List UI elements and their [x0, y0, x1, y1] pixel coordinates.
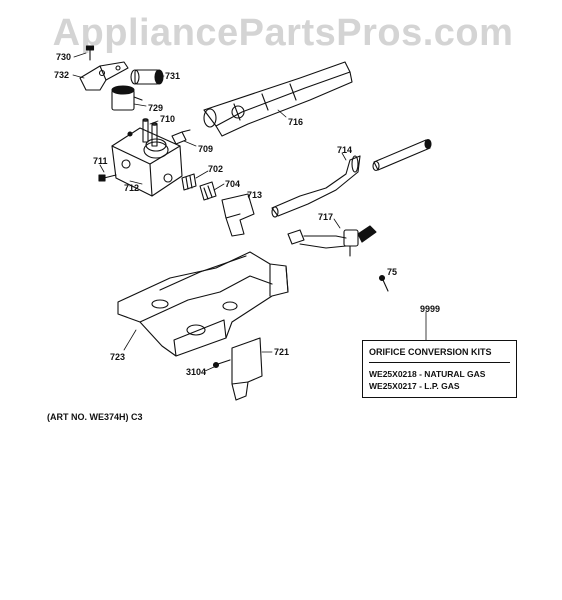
callout-730: 730: [56, 52, 72, 62]
callout-702: 702: [208, 164, 224, 174]
part-731-coil: [130, 69, 164, 85]
part-721-shield: [231, 337, 263, 401]
kit-description: - L.P. GAS: [419, 381, 460, 391]
callout-716: 716: [288, 117, 304, 127]
kit-part-number: WE25X0218: [369, 369, 417, 379]
part-732-bracket: [79, 61, 129, 91]
part-714-straight-pipe: [372, 138, 432, 172]
callout-712: 712: [124, 183, 140, 193]
callout-731: 731: [165, 71, 181, 81]
callout-729: 729: [148, 103, 164, 113]
callout-732: 732: [54, 70, 70, 80]
part-717-igniter: [287, 225, 377, 257]
part-716-burner-tube: [203, 61, 353, 137]
part-709-fitting: [171, 129, 191, 145]
part-704-fitting: [199, 181, 217, 201]
leader-lines: [72, 52, 427, 372]
callout-713: 713: [247, 190, 263, 200]
callout-3104: 3104: [186, 367, 207, 377]
part-713-elbow: [221, 193, 255, 237]
orifice-kit-box: ORIFICE CONVERSION KITS WE25X0218 - NATU…: [362, 340, 517, 398]
kit-row-lp-gas: WE25X0217 - L.P. GAS: [369, 381, 460, 391]
callout-9999: 9999: [420, 304, 441, 314]
part-712-gas-valve: [111, 127, 183, 197]
part-714-gas-pipe: [271, 155, 361, 218]
callout-710: 710: [160, 114, 176, 124]
callout-75: 75: [387, 267, 398, 277]
callout-721: 721: [274, 347, 290, 357]
kit-row-natural-gas: WE25X0218 - NATURAL GAS: [369, 369, 485, 379]
art-number: (ART NO. WE374H) C3: [47, 412, 143, 422]
part-75-screw: [378, 274, 389, 292]
kit-part-number: WE25X0217: [369, 381, 417, 391]
part-702-orifice: [181, 173, 197, 191]
callout-714: 714: [337, 145, 353, 155]
callout-704: 704: [225, 179, 241, 189]
callout-723: 723: [110, 352, 126, 362]
part-711-screw: [98, 174, 117, 182]
part-3104-screw: [212, 359, 231, 369]
kit-box-divider: [369, 362, 510, 363]
part-723-mounting-bracket: [117, 251, 289, 357]
part-730-screw: [85, 45, 95, 61]
kit-box-title: ORIFICE CONVERSION KITS: [369, 347, 492, 357]
watermark-text: AppliancePartsPros.com: [52, 12, 514, 54]
callout-709: 709: [198, 144, 214, 154]
callout-711: 711: [93, 156, 108, 166]
part-729-coil: [111, 85, 143, 111]
kit-description: - NATURAL GAS: [419, 369, 486, 379]
callout-717: 717: [318, 212, 334, 222]
